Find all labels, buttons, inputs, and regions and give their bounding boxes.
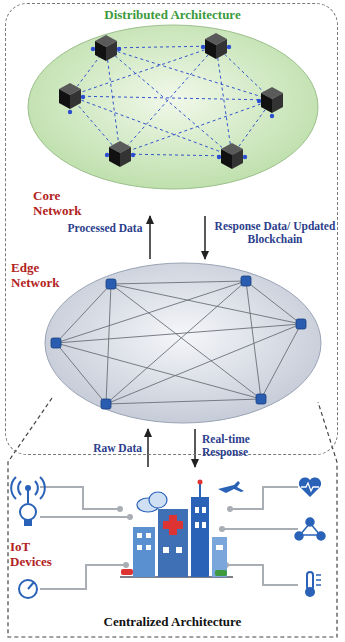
flow-label-holder: Real-time Response [202,433,284,459]
node-title: Core Network [33,189,95,219]
node-title: Edge Network [11,261,73,291]
centralized-region: Centralized Architecture [8,467,337,637]
node-title-holder: Distributed Architecture [6,8,339,23]
flow-label: Processed Data [66,222,144,235]
centralized-region-outline [8,398,337,637]
edge-network-picture [45,263,321,423]
node-title: Distributed Architecture [6,8,339,23]
edge-network-ellipse: Edge Network [11,259,339,429]
core-network-ellipse: Core Network [11,23,339,216]
flow-label-holder: Response Data/ Updated Blockchain [212,220,338,246]
centralized-region-shape [8,467,337,637]
node-title-holder: Edge Network [11,261,73,291]
flow-label: Response Data/ Updated Blockchain [212,220,338,246]
flow-label-holder: Processed Data [66,222,144,235]
group-label: IoT Devices [10,540,64,570]
flow-label-holder: Raw Data [78,442,142,455]
group-label-holder: IoT Devices [10,540,64,570]
core-network-picture [28,25,318,189]
flow-arrow [149,216,151,259]
node-title-holder: Core Network [33,189,95,219]
iot-city-picture [11,477,325,598]
flow-arrow [204,216,206,259]
flow-arrow [194,429,196,467]
edge-network-ellipse-shape [11,259,339,429]
core-network-ellipse-shape [11,23,339,216]
flow-arrow [147,429,149,467]
flow-label: Raw Data [78,442,142,455]
node-title-holder: Centralized Architecture [8,615,337,630]
node-title: Centralized Architecture [8,615,337,630]
flow-label: Real-time Response [202,433,284,459]
